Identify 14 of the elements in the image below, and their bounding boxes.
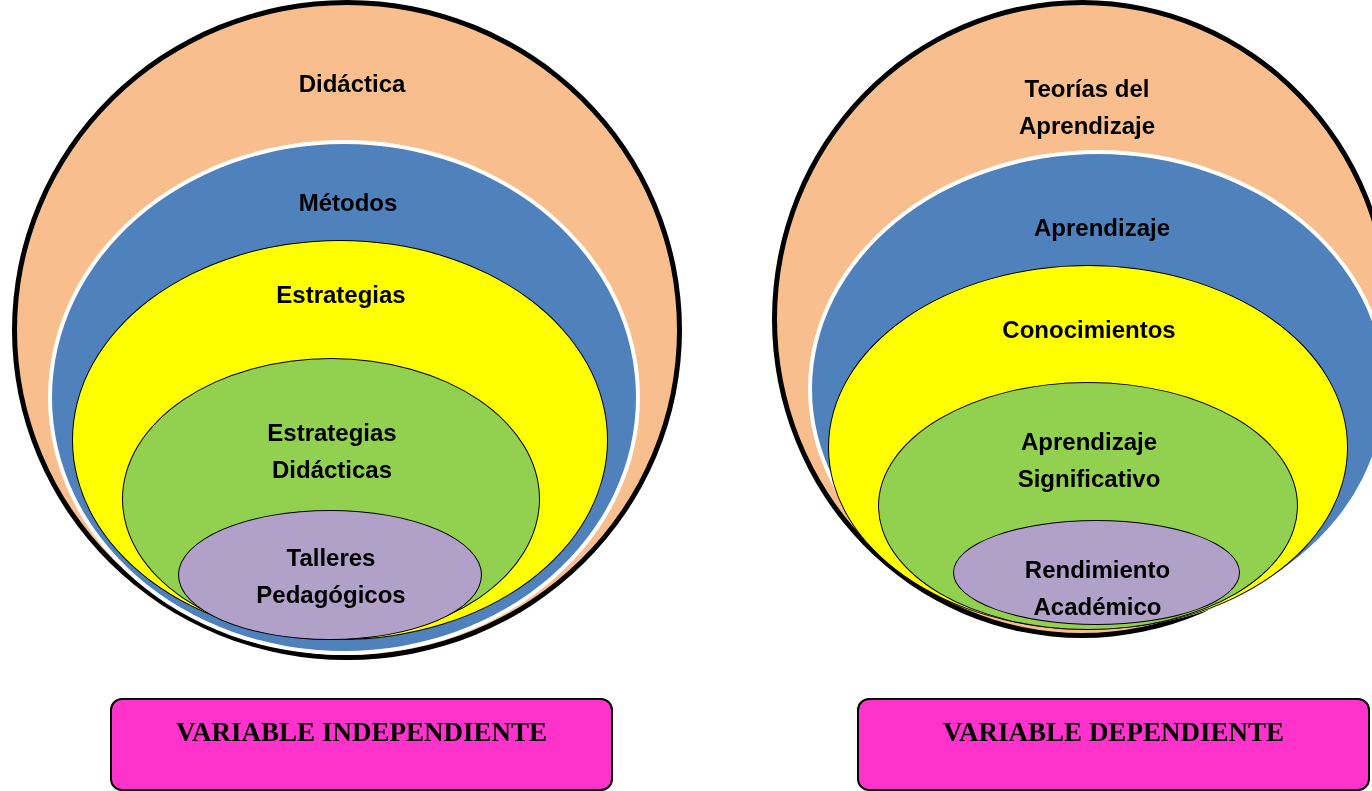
ellipse-label: Aprendizaje: [1033, 213, 1171, 243]
ellipse-label: Estrategias: [275, 280, 407, 310]
variable-label: VARIABLE DEPENDIENTE: [942, 716, 1285, 749]
ellipse-label: Talleres Pedagógicos: [255, 543, 407, 610]
ellipse-label: Estrategias Didácticas: [266, 418, 398, 485]
ellipse-label: Conocimientos: [1001, 315, 1177, 345]
ellipse-label: Aprendizaje Significativo: [1016, 427, 1162, 494]
variable-box: [857, 698, 1370, 791]
ellipse-label: Métodos: [297, 188, 399, 218]
ellipse-label: Teorías del Aprendizaje: [1018, 74, 1156, 141]
ellipse-label: Rendimiento Académico: [1023, 555, 1172, 622]
variable-box: [110, 698, 613, 791]
ellipse-label: Didáctica: [297, 69, 407, 99]
variable-label: VARIABLE INDEPENDIENTE: [175, 716, 548, 749]
